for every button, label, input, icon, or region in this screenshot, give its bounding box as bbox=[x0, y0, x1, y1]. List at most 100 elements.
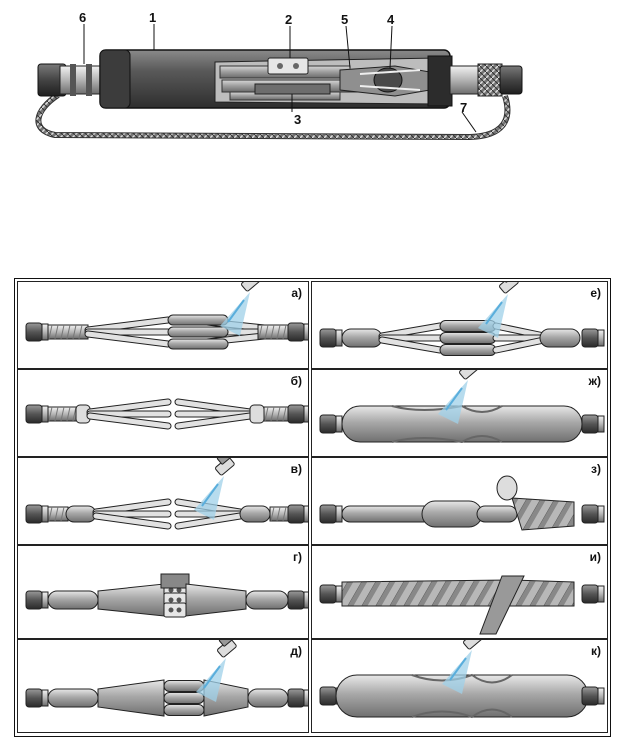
core bbox=[175, 399, 253, 415]
cable-ring bbox=[335, 505, 343, 523]
cable-ring bbox=[597, 585, 605, 603]
connector-bolt bbox=[176, 597, 182, 603]
wrinkle bbox=[411, 708, 513, 719]
outer-sleeve bbox=[539, 328, 581, 348]
cable-jacket bbox=[319, 504, 337, 524]
outer-sleeve bbox=[245, 590, 289, 610]
step-illustration bbox=[319, 282, 605, 356]
cable-jacket bbox=[319, 686, 337, 706]
insulation-tube bbox=[254, 83, 331, 95]
connector bbox=[267, 57, 309, 75]
shrink-tube bbox=[163, 704, 205, 716]
tape-wrap bbox=[511, 497, 575, 531]
torch-nozzle bbox=[459, 370, 479, 380]
armor-tape-wrap bbox=[341, 579, 575, 607]
flame-core bbox=[227, 299, 245, 323]
core bbox=[85, 331, 171, 347]
armor-hatch bbox=[282, 324, 287, 340]
cable-ring bbox=[41, 505, 49, 523]
cable-jacket bbox=[319, 414, 337, 434]
tape-roll bbox=[496, 475, 518, 501]
cable-ring bbox=[597, 329, 605, 347]
armor-hatch bbox=[264, 324, 269, 340]
step-panel-e: е) bbox=[311, 281, 608, 369]
armor-hatch bbox=[72, 324, 77, 340]
armor-hatch bbox=[66, 406, 71, 422]
armor-hatch bbox=[264, 406, 269, 422]
core-crotch bbox=[373, 67, 403, 93]
core-connector bbox=[163, 602, 187, 618]
connector-bolt bbox=[168, 587, 174, 593]
torch-nozzle bbox=[463, 640, 483, 650]
step-panel-a: а) bbox=[17, 281, 309, 369]
armor-hatch bbox=[60, 506, 65, 522]
armor-hatch bbox=[258, 324, 263, 340]
cable-jacket bbox=[581, 328, 599, 348]
flame-core bbox=[449, 657, 467, 681]
joint-body bbox=[421, 500, 483, 528]
step-illustration bbox=[319, 575, 605, 635]
callout-6: 6 bbox=[79, 10, 86, 25]
wrinkle bbox=[411, 673, 513, 684]
core bbox=[493, 337, 547, 353]
torch-handle bbox=[218, 640, 232, 647]
shrink-tube bbox=[167, 326, 229, 338]
step-illustration bbox=[319, 370, 605, 444]
cable-jacket bbox=[25, 590, 43, 610]
step-illustration bbox=[25, 282, 308, 350]
armor-hatch bbox=[282, 406, 287, 422]
cable-jacket bbox=[25, 404, 43, 424]
installation-steps-grid: а) б) в) bbox=[14, 278, 611, 737]
connector-bolt bbox=[176, 587, 182, 593]
step-label-k: к) bbox=[590, 644, 601, 658]
cable-ring bbox=[303, 505, 308, 523]
cable-ring bbox=[597, 687, 605, 705]
outer-sleeve bbox=[247, 688, 289, 708]
step-illustration bbox=[25, 573, 308, 618]
core bbox=[87, 399, 171, 415]
step-illustration bbox=[25, 398, 308, 430]
core bbox=[379, 323, 443, 339]
step-panel-k: к) bbox=[311, 639, 608, 733]
callout-2: 2 bbox=[285, 12, 292, 27]
cable-ring bbox=[597, 505, 605, 523]
step-panel-d: д) bbox=[17, 639, 309, 733]
connector-bolt bbox=[168, 607, 174, 613]
sleeve-assembly-drawing: 6 1 2 5 4 3 7 bbox=[35, 10, 523, 141]
shrink-tube bbox=[439, 344, 497, 356]
connector-bolt bbox=[168, 597, 174, 603]
cable-ring bbox=[303, 323, 308, 341]
flame-core bbox=[445, 387, 463, 411]
cable-ring bbox=[41, 689, 49, 707]
connector-bolt bbox=[176, 607, 182, 613]
step-panel-zh: ж) bbox=[311, 369, 608, 457]
armor-hatch bbox=[276, 506, 281, 522]
outer-sleeve bbox=[47, 688, 99, 708]
core-sleeve bbox=[185, 583, 247, 617]
step-label-g: г) bbox=[293, 550, 302, 564]
glove-sleeve bbox=[239, 505, 271, 523]
callout-5: 5 bbox=[341, 12, 348, 27]
step-label-z: з) bbox=[591, 462, 601, 476]
outer-sleeve bbox=[341, 328, 383, 348]
torch-handle bbox=[216, 458, 230, 465]
cable-jacket bbox=[25, 688, 43, 708]
armor-hatch bbox=[54, 406, 59, 422]
flame-core bbox=[201, 483, 219, 507]
tape-end bbox=[479, 575, 525, 635]
step-panel-b: б) bbox=[17, 369, 309, 457]
cable-ring bbox=[303, 591, 308, 609]
step-label-b: б) bbox=[290, 374, 302, 388]
step-label-zh: ж) bbox=[588, 374, 601, 388]
outer-sleeve bbox=[47, 590, 99, 610]
cable-jacket bbox=[287, 322, 305, 342]
cable-ring bbox=[41, 591, 49, 609]
cable-jacket bbox=[287, 404, 305, 424]
shrink-tube bbox=[167, 314, 229, 326]
shrink-tube bbox=[163, 692, 205, 704]
step-label-v: в) bbox=[290, 462, 302, 476]
flame-core bbox=[203, 665, 221, 689]
cable-jacket bbox=[581, 504, 599, 524]
core bbox=[175, 413, 253, 429]
armor-hatch bbox=[270, 324, 275, 340]
